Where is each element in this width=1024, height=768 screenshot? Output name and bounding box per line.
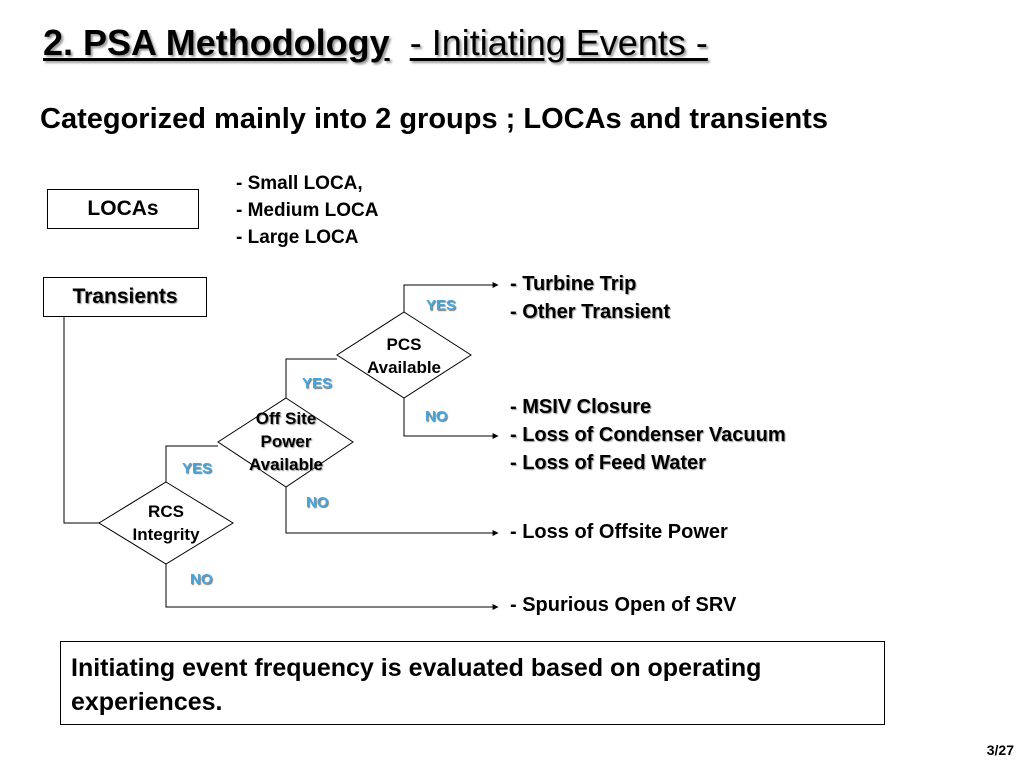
pcs-yes-label: YES xyxy=(426,297,457,314)
loca-types-list: - Small LOCA, - Medium LOCA - Large LOCA xyxy=(236,170,379,251)
list-item: - Small LOCA, xyxy=(236,173,363,194)
transients-label: Transients xyxy=(72,285,178,308)
slide-title: 2. PSA Methodology - Initiating Events - xyxy=(43,22,708,63)
page-number: 3/27 xyxy=(986,742,1014,758)
list-item: - Spurious Open of SRV xyxy=(510,594,737,616)
list-item: - Other Transient xyxy=(510,301,671,323)
connector-pcs-yes xyxy=(403,282,499,312)
list-item: - Loss of Condenser Vacuum xyxy=(510,424,786,446)
list-item: - Loss of Feed Water xyxy=(510,452,706,474)
diamond-offsite xyxy=(217,397,354,488)
list-item: - Turbine Trip xyxy=(510,273,637,295)
locas-label: LOCAs xyxy=(87,197,159,220)
connector-rcs-yes xyxy=(165,445,218,482)
diamond-rcs xyxy=(98,481,234,565)
list-item: - MSIV Closure xyxy=(510,396,652,418)
offsite-power-label: Off Site Power Available xyxy=(248,409,324,474)
locas-box: LOCAs xyxy=(47,189,199,229)
pcs-label: PCS Available xyxy=(366,335,442,377)
pcs-no-label: NO xyxy=(425,408,448,425)
slide-subtitle: Categorized mainly into 2 groups ; LOCAs… xyxy=(40,103,828,135)
outcome-pcs-yes: - Turbine Trip - Other Transient xyxy=(510,270,670,326)
outcome-rcs-no: - Spurious Open of SRV xyxy=(510,591,736,619)
offsite-yes-label: YES xyxy=(302,375,333,392)
outcome-pcs-no: - MSIV Closure - Loss of Condenser Vacuu… xyxy=(510,393,786,477)
note-box: Initiating event frequency is evaluated … xyxy=(60,641,885,725)
title-main: 2. PSA Methodology xyxy=(43,22,390,63)
connector-offsite-yes xyxy=(285,358,337,398)
list-item: - Medium LOCA xyxy=(236,200,379,221)
connector-rcs-no xyxy=(165,564,499,610)
rcs-yes-label: YES xyxy=(182,460,213,477)
offsite-no-label: NO xyxy=(306,494,329,511)
rcs-label: RCS Integrity xyxy=(132,502,200,544)
connector-pcs-no xyxy=(403,398,499,439)
rcs-no-label: NO xyxy=(190,571,213,588)
connector-offsite-no xyxy=(285,487,499,536)
list-item: - Large LOCA xyxy=(236,227,359,248)
transients-box: Transients xyxy=(43,277,207,317)
connector-transients-to-rcs xyxy=(63,315,99,524)
diamond-pcs xyxy=(336,311,472,399)
outcome-offsite-no: - Loss of Offsite Power xyxy=(510,518,728,546)
list-item: - Loss of Offsite Power xyxy=(510,521,728,543)
title-sub: - Initiating Events - xyxy=(409,22,708,63)
